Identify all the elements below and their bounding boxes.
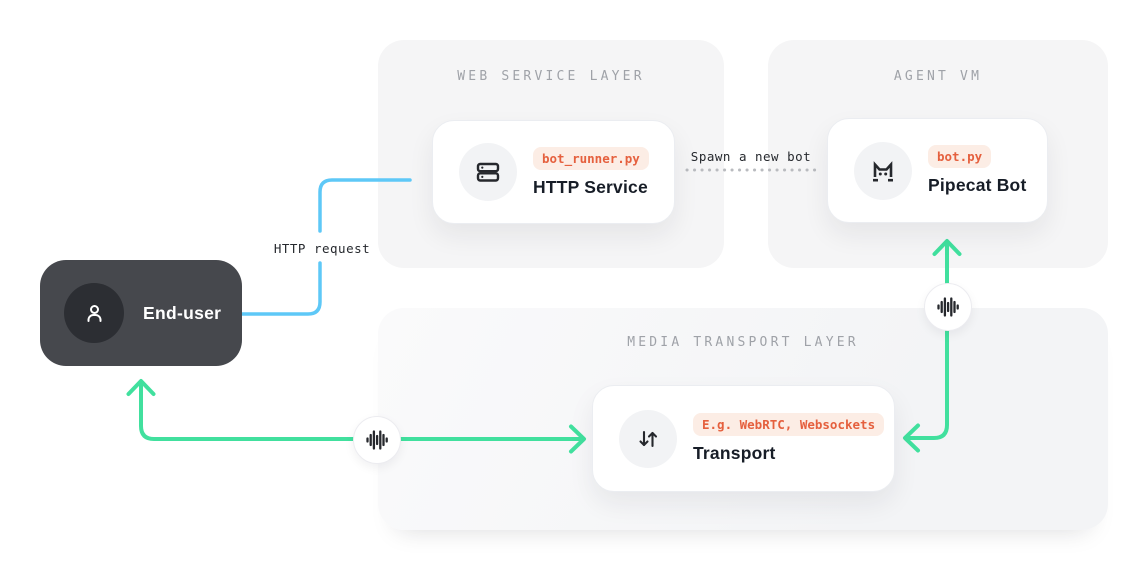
- end-user-box: End-user: [40, 260, 242, 366]
- transport-badge: E.g. WebRTC, Websockets: [693, 413, 885, 436]
- pipecat-cat-icon: [854, 141, 912, 200]
- http-service-title: HTTP Service: [533, 176, 648, 197]
- http-service-badge: bot_runner.py: [533, 146, 649, 170]
- media-transport-layer-title: MEDIA TRANSPORT LAYER: [627, 335, 859, 350]
- web-service-layer-title: WEB SERVICE LAYER: [457, 69, 645, 84]
- pipecat-bot-badge: bot.py: [928, 145, 992, 168]
- spawn-bot-label: Spawn a new bot: [690, 149, 812, 164]
- audio-waveform-icon: [924, 283, 972, 331]
- agent-vm-title: AGENT VM: [893, 69, 983, 84]
- up-down-arrows-icon: [619, 409, 677, 468]
- pipecat-bot-card: bot.py Pipecat Bot: [827, 118, 1048, 223]
- pipecat-bot-title: Pipecat Bot: [928, 175, 1027, 195]
- http-request-label: HTTP request: [273, 241, 371, 256]
- http-service-card: bot_runner.py HTTP Service: [432, 120, 675, 224]
- person-icon: [64, 283, 124, 343]
- arrowhead-up-into-end-user: [126, 379, 156, 396]
- transport-title: Transport: [693, 443, 776, 463]
- server-icon: [459, 143, 517, 201]
- transport-card: E.g. WebRTC, Websockets Transport: [592, 385, 895, 492]
- end-user-label: End-user: [143, 302, 222, 323]
- audio-waveform-icon: [353, 416, 401, 464]
